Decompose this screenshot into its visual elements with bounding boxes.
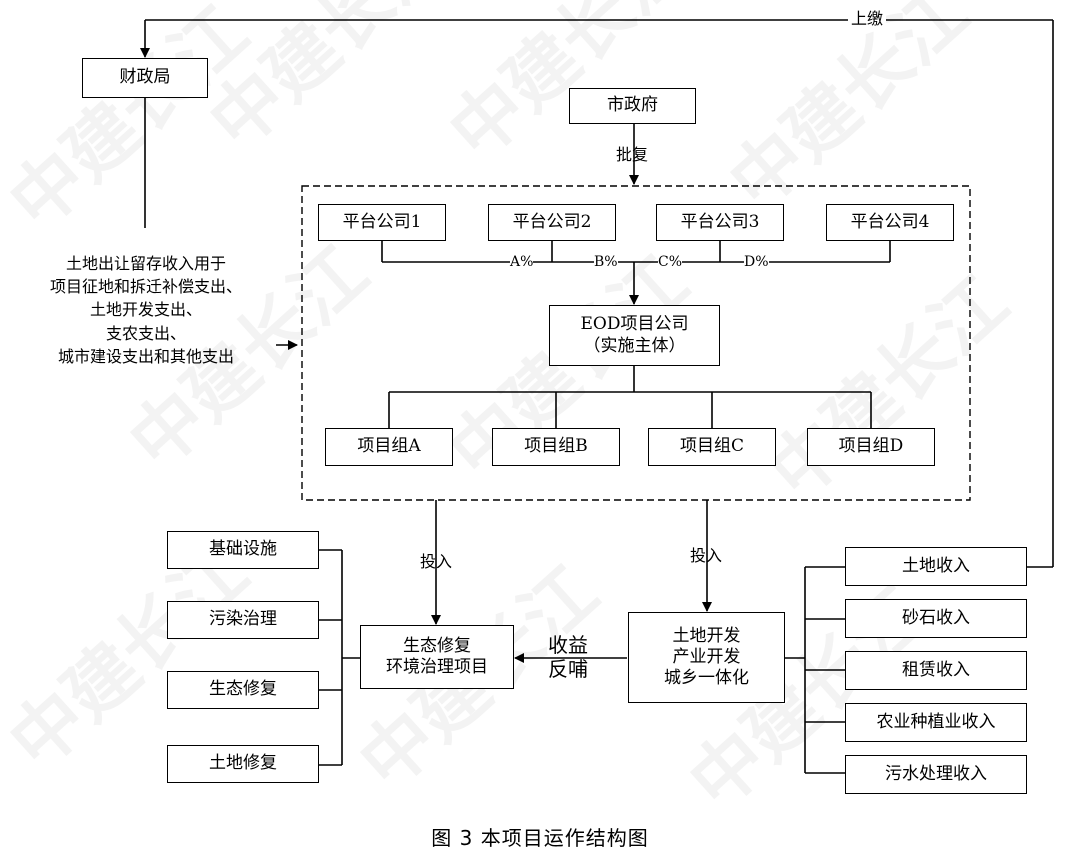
land-development-node: 土地开发 产业开发 城乡一体化: [628, 612, 785, 703]
sewage-treatment-income-node: 污水处理收入: [845, 755, 1027, 794]
note-line: 土地开发支出、: [89, 300, 202, 320]
eco-project-line-1: 生态修复: [403, 635, 471, 656]
eod-company-subtitle: （实施主体）: [583, 335, 686, 356]
city-government-node: 市政府: [569, 88, 696, 124]
land-income-node: 土地收入: [845, 547, 1027, 586]
project-group-b-node: 项目组B: [492, 428, 620, 466]
note-line: 项目征地和拆迁补偿支出、: [49, 277, 242, 297]
land-dev-line-1: 土地开发: [672, 625, 741, 646]
finance-bureau-node: 财政局: [82, 58, 208, 98]
share-c-label: C%: [658, 253, 683, 272]
land-restoration-node: 土地修复: [167, 745, 319, 783]
platform-company-1-node: 平台公司1: [318, 204, 446, 241]
implementation-boundary: [301, 185, 971, 501]
platform-company-4-node: 平台公司4: [826, 204, 954, 241]
platform-company-2-node: 平台公司2: [488, 204, 616, 241]
ecological-restoration-node: 生态修复: [167, 671, 319, 709]
eco-environment-project-node: 生态修复 环境治理项目: [360, 625, 514, 689]
eod-company-node: EOD项目公司 （实施主体）: [549, 305, 720, 366]
feedback-label: 收益 反哺: [548, 633, 588, 681]
eod-company-title: EOD项目公司: [580, 314, 689, 335]
platform-company-3-node: 平台公司3: [656, 204, 784, 241]
land-dev-line-3: 城乡一体化: [664, 668, 749, 689]
invest-left-label: 投入: [420, 552, 453, 571]
project-group-c-node: 项目组C: [648, 428, 776, 466]
infrastructure-node: 基础设施: [167, 531, 319, 569]
note-line: 土地出让留存收入用于: [65, 254, 226, 273]
land-revenue-usage-note: 土地出让留存收入用于 项目征地和拆迁补偿支出、 土地开发支出、 支农支出、 城市…: [10, 252, 282, 368]
project-group-a-node: 项目组A: [325, 428, 453, 466]
invest-right-label: 投入: [690, 546, 723, 565]
project-group-d-node: 项目组D: [807, 428, 935, 466]
land-dev-line-2: 产业开发: [672, 646, 741, 667]
share-d-label: D%: [744, 253, 769, 272]
share-a-label: A%: [510, 253, 534, 272]
remit-label: 上缴: [848, 9, 887, 30]
eco-project-line-2: 环境治理项目: [386, 657, 488, 677]
pollution-control-node: 污染治理: [167, 601, 319, 639]
share-b-label: B%: [594, 253, 618, 272]
lease-income-node: 租赁收入: [845, 651, 1027, 690]
approve-label: 批复: [616, 145, 649, 164]
feedback-line-1: 收益: [548, 633, 588, 657]
note-line: 城市建设支出和其他支出: [57, 346, 234, 366]
note-line: 支农支出、: [105, 323, 186, 343]
agriculture-income-node: 农业种植业收入: [845, 703, 1027, 742]
figure-caption: 图 3 本项目运作结构图: [431, 826, 649, 850]
sand-gravel-income-node: 砂石收入: [845, 599, 1027, 638]
feedback-line-2: 反哺: [548, 657, 588, 681]
